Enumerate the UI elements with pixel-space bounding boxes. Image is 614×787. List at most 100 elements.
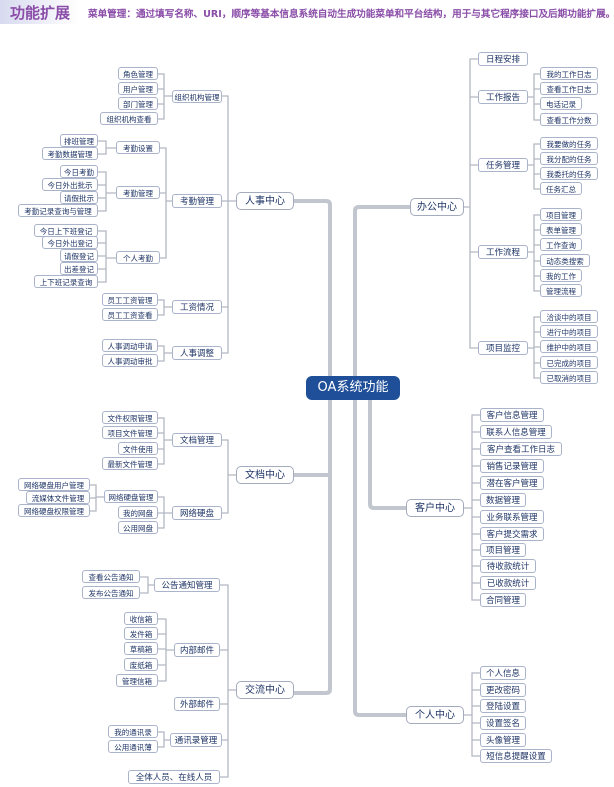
public-contacts[interactable]: 公用通讯薄 xyxy=(108,740,158,753)
maintaining-projects[interactable]: 维护中的项目 xyxy=(540,340,598,353)
work-report[interactable]: 工作报告 xyxy=(478,90,528,104)
view-work-score[interactable]: 查看工作分数 xyxy=(540,113,598,126)
ongoing-projects[interactable]: 进行中的项目 xyxy=(540,325,598,338)
org-view[interactable]: 组织机构查看 xyxy=(100,112,158,125)
personal-info[interactable]: 个人信息 xyxy=(480,666,526,680)
phone-record[interactable]: 电话记录 xyxy=(540,97,582,110)
document-management[interactable]: 文档管理 xyxy=(172,433,222,447)
manage-flow[interactable]: 管理流程 xyxy=(540,284,582,297)
avatar-management[interactable]: 头像管理 xyxy=(480,733,526,747)
manage-mailbox[interactable]: 管理信箱 xyxy=(116,674,158,687)
my-work-log[interactable]: 我的工作日志 xyxy=(540,67,598,80)
sms-reminder-settings[interactable]: 短信息提醒设置 xyxy=(480,749,552,763)
sales-record-management[interactable]: 销售记录管理 xyxy=(480,459,544,473)
contact-info-management[interactable]: 联系人信息管理 xyxy=(480,425,552,439)
latest-file-management[interactable]: 最新文件管理 xyxy=(102,457,158,470)
attendance-management[interactable]: 考勤管理 xyxy=(172,194,222,208)
login-settings[interactable]: 登陆设置 xyxy=(480,699,526,713)
file-usage[interactable]: 文件使用 xyxy=(118,442,158,455)
user-management[interactable]: 用户管理 xyxy=(118,82,158,95)
completed-projects[interactable]: 已完成的项目 xyxy=(540,356,598,369)
project-management-flow[interactable]: 项目管理 xyxy=(540,208,582,221)
contract-management[interactable]: 合同管理 xyxy=(480,593,526,607)
customer-project-management[interactable]: 项目管理 xyxy=(480,543,526,557)
publish-notice[interactable]: 发布公告通知 xyxy=(82,586,140,599)
checkin-record-query[interactable]: 上下班记录查询 xyxy=(34,275,98,288)
my-disk[interactable]: 我的网盘 xyxy=(118,506,158,519)
trash[interactable]: 废纸箱 xyxy=(124,658,158,671)
project-monitor[interactable]: 项目监控 xyxy=(478,341,528,355)
salary-status[interactable]: 工资情况 xyxy=(172,300,222,314)
my-todo-tasks[interactable]: 我要做的任务 xyxy=(540,137,598,150)
org-management[interactable]: 组织机构管理 xyxy=(172,90,222,103)
transfer-approval[interactable]: 人事调动审批 xyxy=(102,354,158,367)
communication-center[interactable]: 交流中心 xyxy=(236,681,294,699)
signature-settings[interactable]: 设置签名 xyxy=(480,716,526,730)
pending-payment-stats[interactable]: 待收款统计 xyxy=(480,559,536,573)
form-management[interactable]: 表单管理 xyxy=(540,223,582,236)
project-file-management[interactable]: 项目文件管理 xyxy=(102,426,158,439)
change-password[interactable]: 更改密码 xyxy=(480,683,526,697)
negotiating-projects[interactable]: 洽谈中的项目 xyxy=(540,310,598,323)
cancelled-projects[interactable]: 已取消的项目 xyxy=(540,371,598,384)
today-out-register[interactable]: 今日外出登记 xyxy=(42,236,98,249)
customer-requirements[interactable]: 客户提交需求 xyxy=(480,527,544,541)
root-node[interactable]: OA系统功能 xyxy=(306,376,400,400)
view-notice[interactable]: 查看公告通知 xyxy=(82,570,140,583)
dynamic-search[interactable]: 动态类搜索 xyxy=(540,254,590,267)
internal-mail[interactable]: 内部邮件 xyxy=(174,643,220,657)
disk-user-management[interactable]: 网络硬盘用户管理 xyxy=(18,478,90,491)
task-management[interactable]: 任务管理 xyxy=(478,158,528,172)
schedule[interactable]: 日程安排 xyxy=(478,52,528,66)
all-online-users[interactable]: 全体人员、在线人员 xyxy=(128,770,220,784)
personal-center[interactable]: 个人中心 xyxy=(406,706,464,724)
work-query[interactable]: 工作查询 xyxy=(540,238,582,251)
customer-work-log[interactable]: 客户查看工作日志 xyxy=(480,442,562,456)
document-center[interactable]: 文档中心 xyxy=(236,466,294,484)
role-management[interactable]: 角色管理 xyxy=(118,67,158,80)
personal-attendance[interactable]: 个人考勤 xyxy=(116,251,160,264)
attendance-manage-sub[interactable]: 考勤管理 xyxy=(116,186,160,199)
transfer-request[interactable]: 人事调动申请 xyxy=(102,339,158,352)
leave-approval[interactable]: 请假批示 xyxy=(60,191,98,204)
dept-management[interactable]: 部门管理 xyxy=(118,97,158,110)
my-work[interactable]: 我的工作 xyxy=(540,269,582,282)
leave-register[interactable]: 请假登记 xyxy=(60,249,98,262)
salary-manage[interactable]: 员工工资管理 xyxy=(102,293,158,306)
outbox[interactable]: 发件箱 xyxy=(124,627,158,640)
office-center[interactable]: 办公中心 xyxy=(410,198,464,216)
shift-management[interactable]: 排班管理 xyxy=(60,134,98,147)
today-out-approval[interactable]: 今日外出批示 xyxy=(42,178,98,191)
attendance-settings[interactable]: 考勤设置 xyxy=(116,141,160,154)
customer-center[interactable]: 客户中心 xyxy=(406,499,464,517)
salary-view[interactable]: 员工工资查看 xyxy=(102,308,158,321)
inbox[interactable]: 收信箱 xyxy=(124,612,158,625)
my-assigned-tasks[interactable]: 我分配的任务 xyxy=(540,152,598,165)
data-management[interactable]: 数据管理 xyxy=(480,493,526,507)
workflow[interactable]: 工作流程 xyxy=(478,245,528,259)
external-mail[interactable]: 外部邮件 xyxy=(174,697,220,711)
attendance-data[interactable]: 考勤数据管理 xyxy=(42,147,98,160)
file-permission-management[interactable]: 文件权限管理 xyxy=(102,411,158,424)
received-payment-stats[interactable]: 已收款统计 xyxy=(480,576,536,590)
today-attendance[interactable]: 今日考勤 xyxy=(60,165,98,178)
disk-permission-management[interactable]: 网络硬盘权限管理 xyxy=(18,504,90,517)
network-disk[interactable]: 网络硬盘 xyxy=(172,506,222,520)
network-disk-management[interactable]: 网络硬盘管理 xyxy=(104,490,158,503)
my-delegated-tasks[interactable]: 我委托的任务 xyxy=(540,167,598,180)
task-summary[interactable]: 任务汇总 xyxy=(540,182,582,195)
hr-adjustment[interactable]: 人事调整 xyxy=(172,346,222,360)
customer-info-management[interactable]: 客户信息管理 xyxy=(480,408,544,422)
notice-management[interactable]: 公告通知管理 xyxy=(154,578,220,592)
potential-customer-management[interactable]: 潜在客户管理 xyxy=(480,476,544,490)
hr-center[interactable]: 人事中心 xyxy=(236,192,294,210)
public-disk[interactable]: 公用网盘 xyxy=(118,521,158,534)
attendance-record-query[interactable]: 考勤记录查询与管理 xyxy=(18,204,98,217)
stream-file-management[interactable]: 流媒体文件管理 xyxy=(26,491,90,504)
drafts[interactable]: 草稿箱 xyxy=(124,642,158,655)
trip-register[interactable]: 出差登记 xyxy=(60,262,98,275)
my-contacts[interactable]: 我的通讯录 xyxy=(108,725,158,738)
view-work-log[interactable]: 查看工作日志 xyxy=(540,82,598,95)
business-contact-management[interactable]: 业务联系管理 xyxy=(480,510,544,524)
contacts-management[interactable]: 通讯录管理 xyxy=(170,733,222,747)
